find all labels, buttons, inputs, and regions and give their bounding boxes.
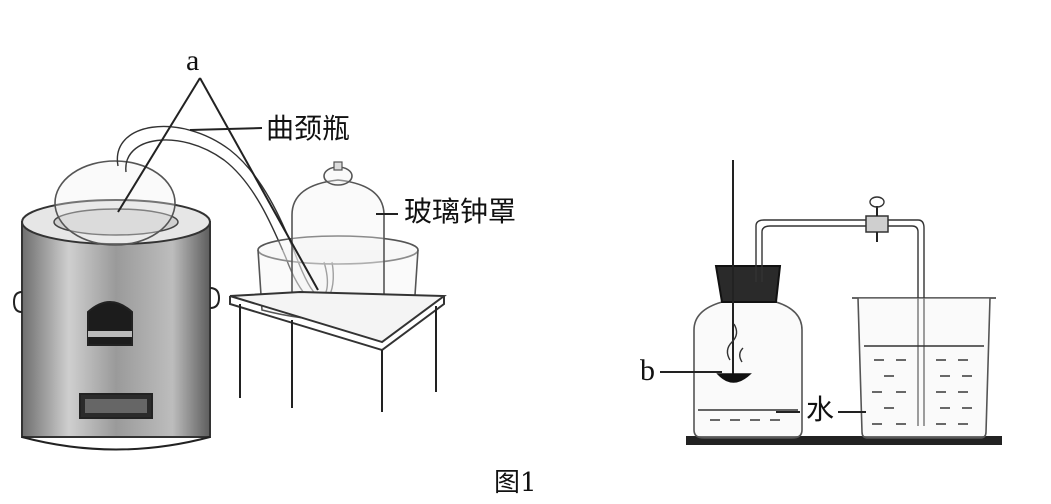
stand: [229, 290, 447, 412]
label-leaders-right: [660, 371, 866, 413]
delivery-tube: [755, 196, 925, 426]
label-a: a: [186, 44, 200, 77]
label-water: 水: [806, 393, 835, 426]
collection-bottle: [693, 265, 803, 439]
combustion-spoon: [716, 160, 752, 383]
beaker: [852, 297, 996, 439]
label-b: b: [640, 354, 655, 387]
label-swan-neck-flask: 曲颈瓶: [266, 112, 351, 145]
bell-jar: [291, 161, 385, 300]
label-leaders-left: [117, 77, 398, 291]
stove: [12, 199, 221, 451]
base-board: [686, 436, 1002, 445]
beaker-water: [872, 359, 972, 425]
label-bell-jar: 玻璃钟罩: [404, 195, 517, 228]
figure-caption: 图1: [494, 468, 537, 498]
